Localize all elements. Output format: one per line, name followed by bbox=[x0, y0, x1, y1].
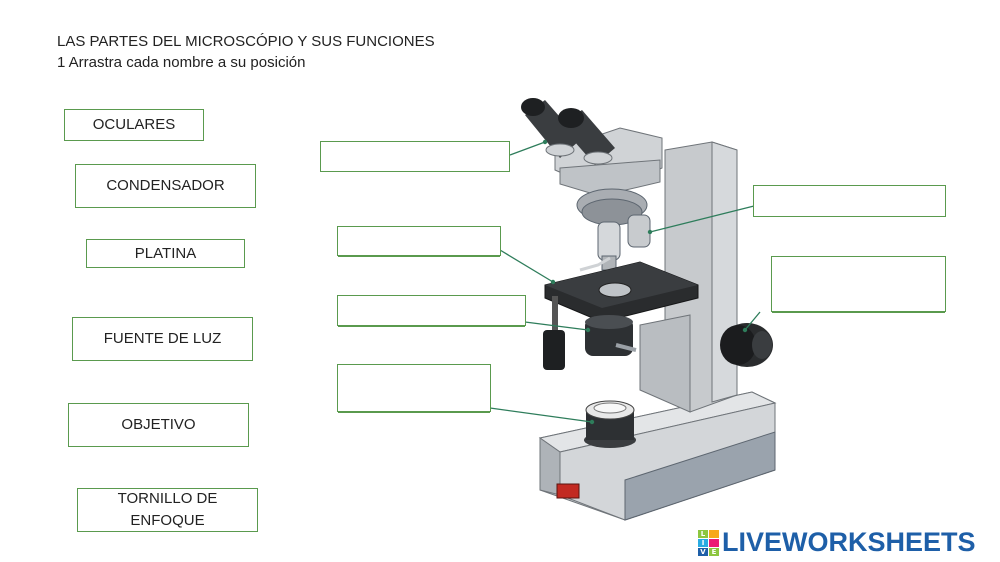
liveworksheets-mark-icon: L I V E bbox=[698, 529, 719, 556]
eyepieces bbox=[521, 98, 615, 165]
drop-target-focus-knob[interactable] bbox=[771, 256, 946, 312]
logo-letter: L bbox=[698, 529, 708, 538]
label-tornillo-de-enfoque[interactable]: TORNILLO DE ENFOQUE bbox=[77, 488, 258, 532]
microscope-arm bbox=[639, 141, 738, 413]
objectives bbox=[576, 188, 651, 271]
logo-tile bbox=[709, 538, 719, 547]
logo-letter: I bbox=[698, 538, 708, 547]
stage bbox=[544, 256, 699, 323]
liveworksheets-wordmark: LIVEWORKSHEETS bbox=[722, 527, 976, 557]
label-platina[interactable]: PLATINA bbox=[86, 239, 245, 268]
stage-control-knob bbox=[543, 296, 565, 370]
drop-target-stage[interactable] bbox=[337, 226, 501, 256]
worksheet-title: LAS PARTES DEL MICROSCÓPIO Y SUS FUNCION… bbox=[57, 33, 435, 50]
drop-target-eyepieces[interactable] bbox=[320, 141, 510, 172]
label-condensador[interactable]: CONDENSADOR bbox=[75, 164, 256, 208]
label-oculares[interactable]: OCULARES bbox=[64, 109, 204, 141]
light-source bbox=[584, 400, 636, 448]
power-switch bbox=[556, 483, 580, 499]
drop-target-light-source[interactable] bbox=[337, 364, 491, 412]
condenser bbox=[585, 315, 637, 356]
label-fuente-de-luz[interactable]: FUENTE DE LUZ bbox=[72, 317, 253, 361]
liveworksheets-logo: L I V E LIVEWORKSHEETS bbox=[698, 527, 976, 558]
logo-letter: V bbox=[698, 547, 708, 556]
microscope-base bbox=[538, 391, 777, 521]
logo-tile bbox=[709, 529, 719, 538]
label-objetivo[interactable]: OBJETIVO bbox=[68, 403, 249, 447]
drop-target-objectives[interactable] bbox=[753, 185, 946, 217]
leader-lines bbox=[489, 141, 761, 423]
leader-dots bbox=[542, 139, 748, 425]
focus-knob bbox=[720, 323, 773, 367]
logo-letter: E bbox=[709, 547, 719, 556]
drop-target-condenser[interactable] bbox=[337, 295, 526, 326]
worksheet-instruction: 1 Arrastra cada nombre a su posición bbox=[57, 54, 306, 71]
